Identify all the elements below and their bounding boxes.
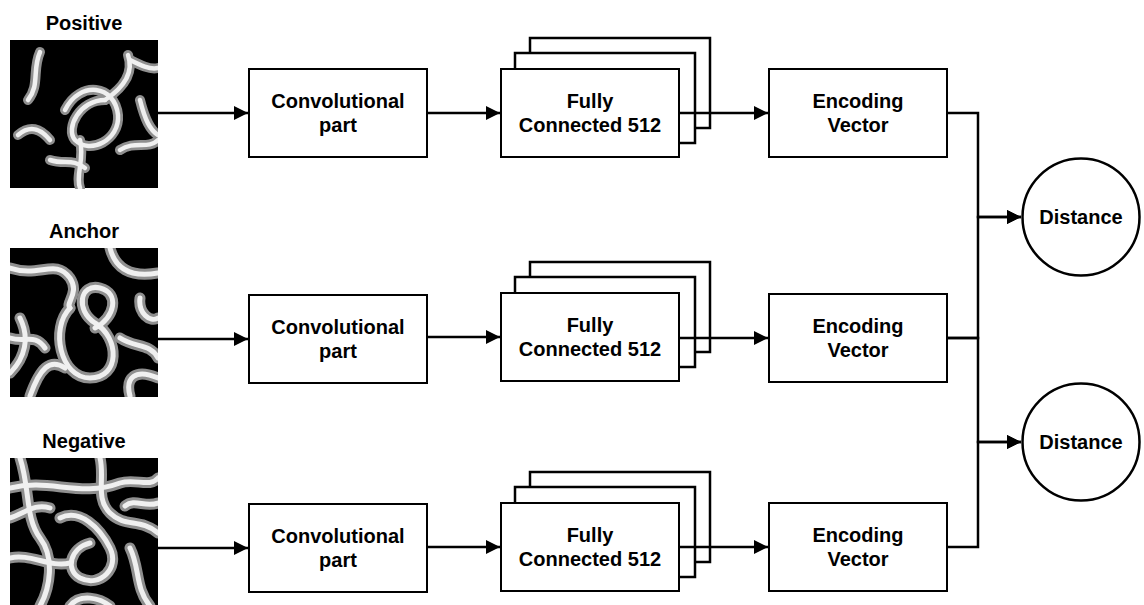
image-heading: Anchor bbox=[0, 219, 178, 243]
connector-arrow bbox=[158, 547, 248, 550]
circle-outline bbox=[1023, 384, 1140, 501]
image-heading: Negative bbox=[0, 429, 178, 453]
process-box: Encoding Vector bbox=[768, 293, 948, 383]
node-label: Fully Connected 512 bbox=[516, 89, 664, 137]
connector-arrow bbox=[428, 546, 500, 549]
tube-light bbox=[18, 52, 158, 188]
node-label: Convolutional part bbox=[264, 524, 412, 572]
vessel-image bbox=[10, 40, 158, 188]
node-label: Encoding Vector bbox=[784, 314, 932, 362]
connector-arrow bbox=[680, 546, 768, 549]
connector-arrow bbox=[680, 337, 768, 340]
node-label: Encoding Vector bbox=[784, 89, 932, 137]
tube-shade bbox=[10, 248, 158, 396]
node-label: Encoding Vector bbox=[784, 523, 932, 571]
image-ground bbox=[10, 40, 158, 188]
connector-arrow bbox=[948, 338, 1021, 442]
vessel-image bbox=[10, 458, 158, 605]
tube-light bbox=[10, 458, 158, 605]
input-image: Negative bbox=[10, 458, 158, 605]
tube-shade bbox=[18, 52, 158, 188]
circle-outline bbox=[1023, 159, 1140, 276]
node-label: Fully Connected 512 bbox=[516, 523, 664, 571]
distance-circle: Distance bbox=[1021, 157, 1141, 277]
connector-arrow bbox=[948, 113, 1021, 217]
node-label: Convolutional part bbox=[264, 315, 412, 363]
process-box: Convolutional part bbox=[248, 68, 428, 158]
node-label: Distance bbox=[1039, 430, 1122, 454]
input-image: Positive bbox=[10, 40, 158, 188]
node-label: Distance bbox=[1039, 205, 1122, 229]
distance-circle: Distance bbox=[1021, 382, 1141, 502]
tube-light bbox=[10, 248, 158, 396]
image-heading: Positive bbox=[0, 11, 178, 35]
process-box: Encoding Vector bbox=[768, 68, 948, 158]
connector-arrow bbox=[158, 112, 248, 115]
connector-arrow bbox=[948, 217, 1021, 338]
image-ground bbox=[10, 248, 158, 397]
process-box: Fully Connected 512 bbox=[500, 68, 680, 158]
input-image: Anchor bbox=[10, 248, 158, 397]
process-box: Encoding Vector bbox=[768, 502, 948, 592]
connector-arrow bbox=[428, 112, 500, 115]
connector-arrow bbox=[680, 112, 768, 115]
process-box: Fully Connected 512 bbox=[500, 292, 680, 382]
tube-shade bbox=[10, 458, 158, 605]
connector-arrow bbox=[158, 338, 248, 341]
vessel-image bbox=[10, 248, 158, 397]
connector-arrow bbox=[428, 336, 500, 339]
image-ground bbox=[10, 458, 158, 605]
process-box: Convolutional part bbox=[248, 294, 428, 384]
process-box: Fully Connected 512 bbox=[500, 502, 680, 592]
connector-arrow bbox=[948, 442, 1021, 547]
node-label: Fully Connected 512 bbox=[516, 313, 664, 361]
node-label: Convolutional part bbox=[264, 89, 412, 137]
process-box: Convolutional part bbox=[248, 503, 428, 593]
